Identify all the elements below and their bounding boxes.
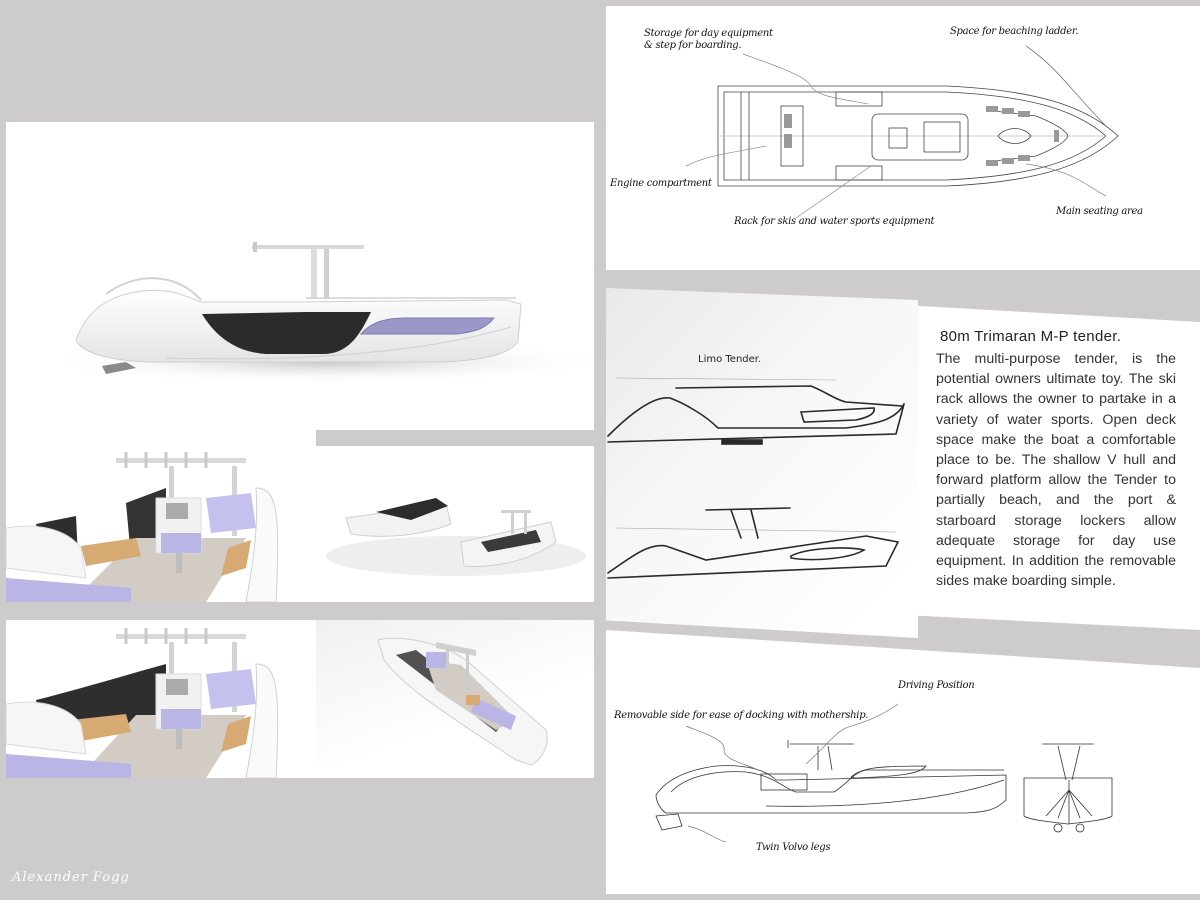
annotation-twin-volvo-legs: Twin Volvo legs xyxy=(756,842,831,853)
designer-signature: Alexander Fogg xyxy=(12,870,130,885)
cockpit-render-sides-on xyxy=(6,452,279,602)
limo-tender-sketch xyxy=(607,377,905,579)
sketch-label: Limo Tender. xyxy=(698,354,762,365)
plan-view-drawing xyxy=(685,45,1119,219)
cockpit-render-sides-removed xyxy=(6,628,279,778)
annotation-beaching-ladder: Space for beaching ladder. xyxy=(950,26,1079,37)
description-title: 80m Trimaran M-P tender. xyxy=(940,328,1122,345)
render-tile-cockpit-2 xyxy=(6,620,316,778)
annotation-main-seating: Main seating area xyxy=(1056,206,1143,217)
annotation-engine-compartment: Engine compartment xyxy=(610,178,712,189)
render-tile-two-tenders xyxy=(316,446,594,602)
elevation-view-drawing xyxy=(655,703,1113,843)
description-text-block: 80m Trimaran M-P tender. The multi-purpo… xyxy=(936,328,1176,591)
elevation-view-panel: Driving Position Removable side for ease… xyxy=(606,630,1200,894)
aerial-render xyxy=(377,637,548,766)
render-tile-cockpit-1 xyxy=(6,428,316,602)
hero-render-panel xyxy=(6,122,594,430)
description-body: The multi-purpose tender, is the potenti… xyxy=(936,351,1176,590)
sketch-panel: Limo Tender. xyxy=(606,288,918,638)
render-tile-aerial xyxy=(316,620,594,778)
side-profile-render xyxy=(36,242,594,384)
annotation-driving-position: Driving Position xyxy=(898,680,975,691)
two-tenders-render xyxy=(326,498,586,576)
annotation-removable-side: Removable side for ease of docking with … xyxy=(614,710,869,721)
plan-view-panel: Storage for day equipment & step for boa… xyxy=(606,6,1200,270)
annotation-ski-rack: Rack for skis and water sports equipment xyxy=(734,216,935,227)
annotation-storage: Storage for day equipment & step for boa… xyxy=(644,28,773,51)
